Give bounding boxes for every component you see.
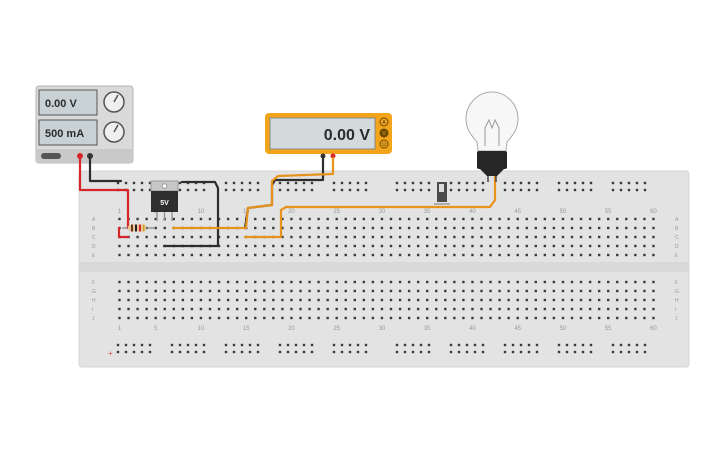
row-letter: F	[675, 280, 678, 286]
column-number: 40	[469, 209, 476, 215]
svg-text:Ω: Ω	[382, 142, 386, 148]
mode-button-ohms[interactable]: Ω	[379, 139, 389, 149]
row-letter: G	[92, 289, 96, 295]
lamp-wire[interactable]	[243, 168, 497, 239]
row-letter: J	[675, 316, 678, 322]
lightbulb-icon[interactable]	[465, 91, 519, 182]
column-number: 25	[333, 209, 340, 215]
column-number: 10	[198, 326, 205, 332]
svg-text:V: V	[382, 131, 386, 137]
column-number: 45	[514, 326, 521, 332]
column-number: 45	[514, 209, 521, 215]
column-number: 1	[118, 209, 122, 215]
column-number: 10	[198, 209, 205, 215]
red-wire[interactable]	[78, 157, 130, 230]
slide-switch-icon[interactable]	[434, 182, 450, 205]
black-ground-wire[interactable]	[180, 180, 220, 247]
column-number: 50	[560, 326, 567, 332]
multimeter-readout: 0.00 V	[324, 127, 371, 144]
column-number: 50	[560, 209, 567, 215]
column-number: 5	[154, 326, 158, 332]
column-number: 60	[650, 209, 657, 215]
power-switch[interactable]	[41, 153, 61, 159]
column-number: 20	[288, 326, 295, 332]
row-letter: B	[675, 226, 679, 232]
column-number: 55	[605, 209, 612, 215]
row-letter: C	[675, 235, 679, 241]
regulator-label: 5V	[160, 200, 169, 207]
row-letter: H	[675, 298, 679, 304]
column-number: 30	[379, 326, 386, 332]
column-number: 25	[333, 326, 340, 332]
column-number: 1	[118, 326, 122, 332]
current-knob-icon[interactable]	[103, 121, 125, 143]
column-number: 30	[379, 209, 386, 215]
multimeter-positive-lead[interactable]	[244, 156, 335, 230]
row-letter: G	[675, 289, 679, 295]
column-number: 55	[605, 326, 612, 332]
voltage-regulator[interactable]: 5V	[150, 180, 179, 221]
row-letter: D	[675, 244, 679, 250]
voltage-knob-icon[interactable]	[103, 91, 125, 113]
row-letter: F	[92, 280, 95, 286]
multimeter[interactable]: 0.00 V A V Ω	[265, 113, 392, 159]
row-letter: C	[92, 235, 96, 241]
black-wire[interactable]	[88, 157, 123, 183]
positive-terminal[interactable]	[77, 153, 83, 159]
column-number: 35	[424, 209, 431, 215]
row-letter: A	[92, 217, 96, 223]
row-letter: I	[92, 307, 93, 313]
mode-button-volts[interactable]: V	[379, 128, 389, 138]
column-number: 40	[469, 326, 476, 332]
probe-positive[interactable]	[330, 153, 336, 159]
power-supply[interactable]: 0.00 V 500 mA	[35, 85, 134, 164]
plus-rail-label: +	[108, 349, 113, 358]
voltage-readout: 0.00 V	[45, 98, 77, 110]
mode-button-amps[interactable]: A	[379, 117, 389, 127]
column-number: 35	[424, 326, 431, 332]
row-letter: D	[92, 244, 96, 250]
column-number: 60	[650, 326, 657, 332]
row-letter: A	[675, 217, 679, 223]
svg-text:A: A	[382, 120, 386, 126]
row-letter: I	[675, 307, 676, 313]
row-letter: H	[92, 298, 96, 304]
column-number: 20	[288, 209, 295, 215]
current-readout: 500 mA	[45, 128, 84, 140]
probe-com[interactable]	[320, 153, 326, 159]
resistor-icon[interactable]	[122, 224, 154, 232]
row-letter: B	[92, 226, 96, 232]
row-letter: J	[92, 316, 95, 322]
red-wire-jumper[interactable]	[117, 226, 130, 239]
row-letter: E	[92, 253, 96, 259]
row-letter: E	[675, 253, 679, 259]
column-number: 15	[243, 326, 250, 332]
wires[interactable]	[78, 156, 497, 248]
negative-terminal[interactable]	[87, 153, 93, 159]
